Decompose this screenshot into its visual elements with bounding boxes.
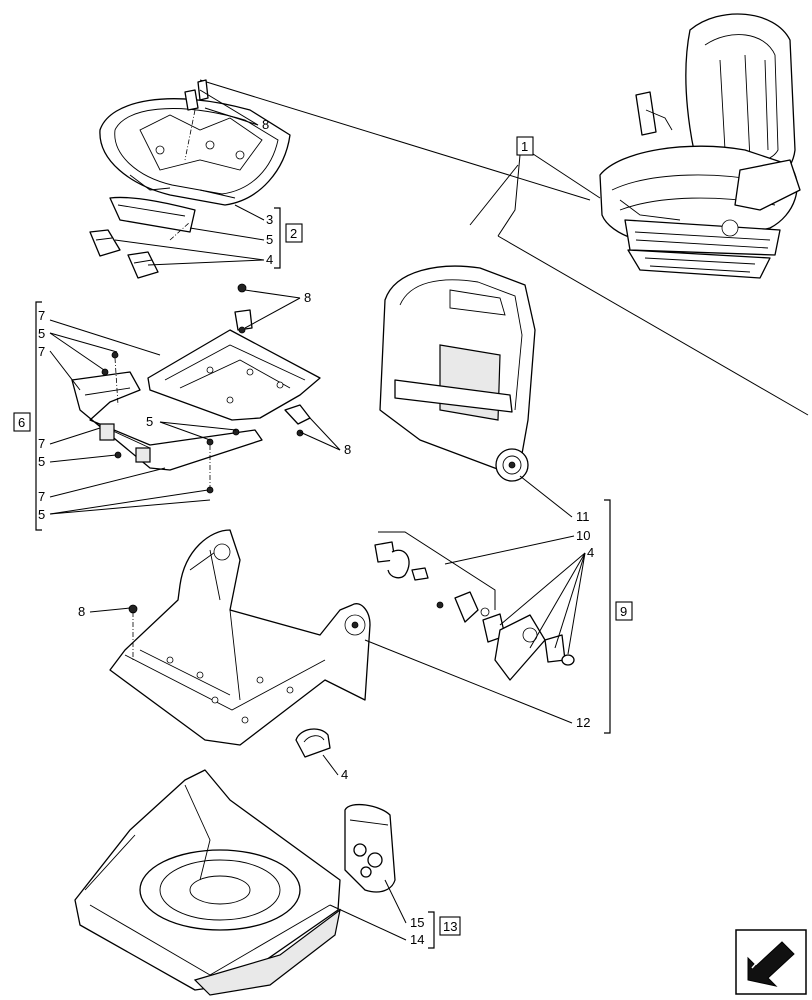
seat-back — [379, 265, 536, 482]
complete-seat-illustration — [599, 13, 801, 279]
callout-7: 7 — [38, 344, 45, 359]
release-handle — [295, 728, 331, 758]
group-box-9 — [615, 601, 633, 621]
callout-12: 12 — [576, 715, 590, 730]
callout-7: 7 — [38, 436, 45, 451]
callout-8: 8 — [304, 290, 311, 305]
callout-5: 5 — [38, 326, 45, 341]
callout-8: 8 — [78, 604, 85, 619]
seat-cushion-pan — [99, 79, 291, 206]
group-box-2 — [285, 223, 303, 243]
callout-15: 15 — [410, 915, 424, 930]
seat-plate-assembly — [71, 283, 321, 494]
callout-14: 14 — [410, 932, 424, 947]
seat-frame — [109, 529, 371, 746]
callout-7: 7 — [38, 489, 45, 504]
group-label-1: 1 — [521, 139, 528, 154]
callout-10: 10 — [576, 528, 590, 543]
callout-8: 8 — [262, 117, 269, 132]
callout-8: 8 — [344, 442, 351, 457]
callout-3: 3 — [266, 212, 273, 227]
cushion-pad-and-handles — [89, 196, 196, 279]
group-brackets — [35, 207, 611, 949]
callout-5: 5 — [146, 414, 153, 429]
callout-7: 7 — [38, 308, 45, 323]
callout-4: 4 — [341, 767, 348, 782]
recliner-hardware — [374, 531, 575, 681]
group-box-1 — [516, 136, 534, 156]
callout-11: 11 — [576, 509, 590, 524]
callout-4: 4 — [587, 545, 594, 560]
group-label-9: 9 — [620, 604, 627, 619]
leader-lines — [49, 89, 601, 941]
group-label-2: 2 — [290, 226, 297, 241]
callout-5: 5 — [38, 454, 45, 469]
callout-5: 5 — [266, 232, 273, 247]
suspension-base — [74, 769, 341, 996]
group-box-6 — [13, 412, 31, 432]
guide-lines — [199, 79, 809, 416]
callout-5: 5 — [38, 507, 45, 522]
group-label-13: 13 — [443, 919, 457, 934]
seat-cover-plate — [344, 803, 396, 893]
next-page-arrow-icon[interactable] — [735, 929, 807, 995]
group-box-13 — [439, 916, 461, 936]
group-label-6: 6 — [18, 415, 25, 430]
callout-labels: 8 3 5 4 2 1 8 7 5 7 6 5 7 5 8 7 5 11 10 … — [13, 117, 633, 947]
callout-4: 4 — [266, 252, 273, 267]
